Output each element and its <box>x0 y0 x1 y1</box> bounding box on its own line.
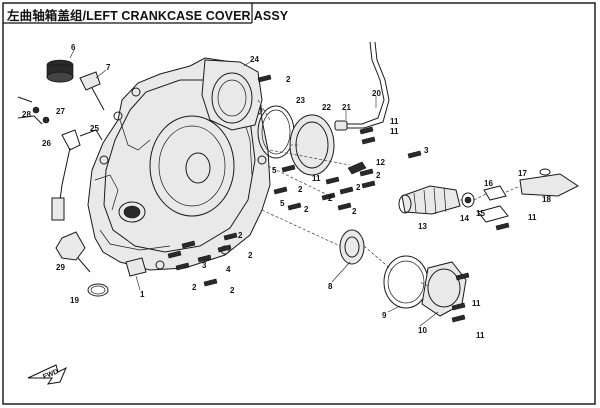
callout-label: 5 <box>280 199 285 208</box>
callout-label: 10 <box>418 326 427 335</box>
gasket-9 <box>383 255 429 309</box>
breather-hose-20 <box>334 41 390 131</box>
leader-lines <box>69 49 521 327</box>
callout-label: 17 <box>518 169 527 178</box>
callout-label: 19 <box>70 296 79 305</box>
callout-label: 11 <box>472 299 481 308</box>
callout-label: 2 <box>328 194 333 203</box>
callout-label: 2 <box>230 286 235 295</box>
fitting-16 <box>483 185 507 201</box>
callout-label: 9 <box>382 311 387 320</box>
callout-label: 21 <box>342 103 351 112</box>
callout-label: 27 <box>56 107 65 116</box>
cover-inner-rim <box>103 79 256 253</box>
callout-label: 13 <box>418 222 427 231</box>
callout-label: 5 <box>272 166 277 175</box>
small-parts-26-28 <box>17 96 50 125</box>
callout-label: 11 <box>476 331 485 340</box>
cover-bolts <box>167 74 510 323</box>
callout-label: 2 <box>248 251 253 260</box>
callout-label: 25 <box>90 124 99 133</box>
callout-label: 2 <box>286 75 291 84</box>
diagram-title: 左曲轴箱盖组/LEFT CRANKCASE COVER ASSY <box>7 9 289 23</box>
callout-label: 2 <box>304 205 309 214</box>
callout-label: 6 <box>71 43 76 52</box>
callout-label: 26 <box>42 139 51 148</box>
callout-label: 2 <box>298 185 303 194</box>
intake-boot-13 <box>398 185 461 215</box>
callout-label: 16 <box>484 179 493 188</box>
filler-cap-6 <box>46 59 74 83</box>
callout-label: 14 <box>460 214 469 223</box>
oil-filler-boss <box>118 201 146 223</box>
callout-label: 8 <box>328 282 333 291</box>
callout-label: 20 <box>372 89 381 98</box>
callout-label: 28 <box>22 110 31 119</box>
cap-29 <box>55 231 91 273</box>
duct-17-18 <box>519 168 579 197</box>
callout-label: 11 <box>390 117 399 126</box>
oil-seal-8 <box>339 229 365 265</box>
outer-border <box>2 2 596 405</box>
o-ring-19 <box>87 283 109 297</box>
callout-label: 4 <box>226 265 231 274</box>
callout-label: 2 <box>352 207 357 216</box>
cover-main-boss <box>149 115 235 217</box>
callout-label: 2 <box>238 231 243 240</box>
callout-label: 1 <box>140 290 145 299</box>
strainer-1 <box>125 257 147 277</box>
callout-label: 7 <box>106 63 111 72</box>
callout-label: 11 <box>528 213 537 222</box>
sensor-assembly-25 <box>51 129 103 221</box>
callout-label: 2 <box>356 183 361 192</box>
callout-label: 2 <box>192 283 197 292</box>
clamp-14 <box>461 192 475 208</box>
callout-label: 11 <box>312 174 321 183</box>
callout-label: 3 <box>424 146 429 155</box>
callout-label: 29 <box>56 263 65 272</box>
plug-bolt-7 <box>79 71 105 111</box>
callout-labels: 6 7 24 2 20 23 22 21 11 11 27 28 26 25 3… <box>22 43 551 340</box>
cover-center-hole <box>185 152 211 184</box>
callout-label: 2 <box>376 171 381 180</box>
callout-label: 24 <box>250 55 259 64</box>
callout-label: 12 <box>376 158 385 167</box>
callout-label: 23 <box>296 96 305 105</box>
bracket-15 <box>477 205 509 223</box>
timing-cover-plate-24 <box>201 59 263 131</box>
callout-label: 15 <box>476 209 485 218</box>
callout-label: 11 <box>390 127 399 136</box>
callout-label: 3 <box>202 261 207 270</box>
fwd-arrow: FWD <box>27 364 67 385</box>
callout-label: 22 <box>322 103 331 112</box>
callout-label: 18 <box>542 195 551 204</box>
